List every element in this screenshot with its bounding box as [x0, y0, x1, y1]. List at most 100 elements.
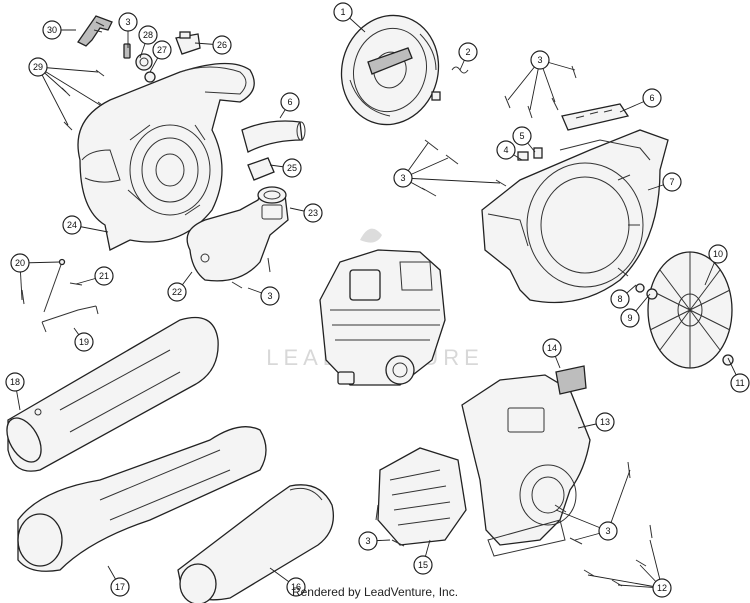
- callout-number: 11: [735, 378, 744, 388]
- callout-circle: [610, 289, 630, 309]
- callout-3[interactable]: 3: [598, 521, 618, 541]
- callout-1[interactable]: 1: [333, 2, 353, 22]
- callout-number: 3: [125, 17, 130, 27]
- callout-10[interactable]: 10: [708, 244, 728, 264]
- callout-circle: [358, 531, 378, 551]
- callout-21[interactable]: 21: [94, 266, 114, 286]
- part-2-4-5-small-parts: [431, 66, 543, 161]
- callout-number: 23: [308, 208, 318, 218]
- callout-number: 16: [291, 582, 301, 592]
- callout-number: 9: [627, 313, 632, 323]
- callout-3[interactable]: 3: [358, 531, 378, 551]
- part-22-23-duct: [186, 186, 289, 282]
- callout-19[interactable]: 19: [74, 332, 94, 352]
- callout-number: 17: [115, 582, 125, 592]
- callout-circle: [620, 308, 640, 328]
- callout-circle: [280, 92, 300, 112]
- callout-3[interactable]: 3: [260, 286, 280, 306]
- callout-circle: [393, 168, 413, 188]
- callout-12[interactable]: 12: [652, 578, 672, 598]
- callout-number: 10: [713, 249, 723, 259]
- callout-15[interactable]: 15: [413, 555, 433, 575]
- callout-number: 29: [33, 62, 43, 72]
- callout-circle: [212, 35, 232, 55]
- callout-14[interactable]: 14: [542, 338, 562, 358]
- callout-circle: [10, 253, 30, 273]
- hardware-top-left: [123, 31, 201, 83]
- callout-circle: [496, 140, 516, 160]
- leader-line-29: [37, 66, 99, 73]
- callout-30[interactable]: 30: [42, 20, 62, 40]
- callout-20[interactable]: 20: [10, 253, 30, 273]
- part-19-20-21-hardware: [21, 258, 99, 333]
- part-6-tube-left: [241, 120, 306, 153]
- callout-circle: [62, 215, 82, 235]
- callout-circle: [730, 373, 750, 393]
- callout-3[interactable]: 3: [530, 50, 550, 70]
- callout-number: 20: [15, 258, 25, 268]
- callout-6[interactable]: 6: [642, 88, 662, 108]
- callout-circle: [110, 577, 130, 597]
- callout-number: 3: [605, 526, 610, 536]
- callout-16[interactable]: 16: [286, 577, 306, 597]
- part-10-impeller-fan: [635, 251, 734, 369]
- callout-circle: [94, 266, 114, 286]
- callout-circle: [152, 40, 172, 60]
- callout-number: 26: [217, 40, 227, 50]
- callout-circle: [118, 12, 138, 32]
- callout-number: 6: [287, 97, 292, 107]
- callout-4[interactable]: 4: [496, 140, 516, 160]
- callout-number: 2: [465, 47, 470, 57]
- callout-circle: [642, 88, 662, 108]
- callout-27[interactable]: 27: [152, 40, 172, 60]
- leader-line-29: [37, 66, 69, 126]
- engine-assembly: [319, 249, 446, 386]
- callout-8[interactable]: 8: [610, 289, 630, 309]
- callout-circle: [530, 50, 550, 70]
- callout-29[interactable]: 29: [28, 57, 48, 77]
- callout-number: 28: [143, 30, 153, 40]
- callout-number: 6: [649, 93, 654, 103]
- callout-24[interactable]: 24: [62, 215, 82, 235]
- callout-circle: [5, 372, 25, 392]
- callout-number: 3: [267, 291, 272, 301]
- callout-2[interactable]: 2: [458, 42, 478, 62]
- callout-number: 27: [157, 45, 167, 55]
- leader-line-12: [587, 574, 663, 589]
- callout-number: 1: [340, 7, 345, 17]
- leader-line-3: [607, 469, 631, 532]
- screws-3d: [421, 139, 507, 197]
- callout-3[interactable]: 3: [393, 168, 413, 188]
- callout-number: 8: [617, 294, 622, 304]
- part-17-curved-nozzle: [17, 426, 267, 572]
- callout-3[interactable]: 3: [118, 12, 138, 32]
- callout-circle: [167, 282, 187, 302]
- callout-22[interactable]: 22: [167, 282, 187, 302]
- callout-26[interactable]: 26: [212, 35, 232, 55]
- part-24-housing: [77, 62, 255, 251]
- callout-number: 21: [99, 271, 109, 281]
- callout-7[interactable]: 7: [662, 172, 682, 192]
- callout-17[interactable]: 17: [110, 577, 130, 597]
- callout-circle: [286, 577, 306, 597]
- callout-23[interactable]: 23: [303, 203, 323, 223]
- part-13-main-housing: [461, 365, 591, 557]
- callout-circle: [28, 57, 48, 77]
- callout-circle: [512, 126, 532, 146]
- callout-9[interactable]: 9: [620, 308, 640, 328]
- watermark-logo-icon: [360, 228, 382, 243]
- callout-18[interactable]: 18: [5, 372, 25, 392]
- callout-11[interactable]: 11: [730, 373, 750, 393]
- part-30-trigger: [77, 15, 113, 47]
- callout-circle: [260, 286, 280, 306]
- part-18-blower-tube: [6, 316, 219, 472]
- callout-25[interactable]: 25: [282, 158, 302, 178]
- callout-13[interactable]: 13: [595, 412, 615, 432]
- callout-28[interactable]: 28: [138, 25, 158, 45]
- callout-number: 12: [657, 583, 667, 593]
- callout-circle: [333, 2, 353, 22]
- callout-6[interactable]: 6: [280, 92, 300, 112]
- callout-circle: [74, 332, 94, 352]
- callout-5[interactable]: 5: [512, 126, 532, 146]
